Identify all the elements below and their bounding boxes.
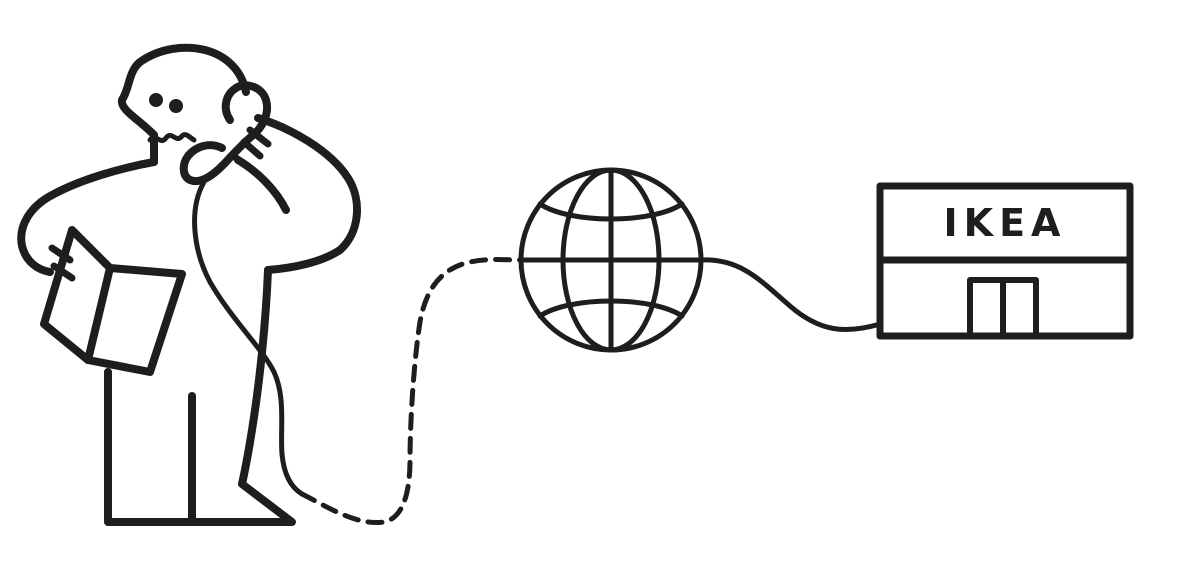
person-finger-3 bbox=[232, 154, 252, 170]
instruction-booklet-icon bbox=[40, 226, 186, 376]
store-sign-text: IKEA bbox=[944, 201, 1067, 245]
person-body-right bbox=[104, 266, 296, 526]
person-head bbox=[118, 43, 250, 139]
person-raised-arm bbox=[254, 114, 361, 274]
person-body-left bbox=[17, 158, 158, 276]
globe-latitude-upper bbox=[537, 201, 685, 222]
globe-latitude-lower bbox=[537, 298, 685, 319]
person-finger-2 bbox=[240, 138, 264, 160]
globe-icon bbox=[518, 167, 704, 353]
person-eye-right bbox=[169, 99, 183, 113]
hand-finger-1 bbox=[48, 244, 74, 264]
hand-finger-2 bbox=[50, 262, 76, 282]
person-finger-1 bbox=[246, 126, 272, 148]
phone-cord-solid bbox=[192, 179, 305, 497]
booklet-cover-right bbox=[84, 264, 186, 376]
person-on-phone-icon bbox=[17, 43, 361, 526]
phone-receiver-upper bbox=[221, 84, 240, 124]
network-connection-line bbox=[698, 257, 883, 333]
phone-cord-dashed bbox=[299, 257, 523, 526]
person-eye-left bbox=[149, 93, 163, 107]
phone-receiver bbox=[179, 81, 271, 185]
store-building-icon: IKEA bbox=[876, 182, 1134, 340]
globe-meridian-oval bbox=[560, 167, 662, 353]
